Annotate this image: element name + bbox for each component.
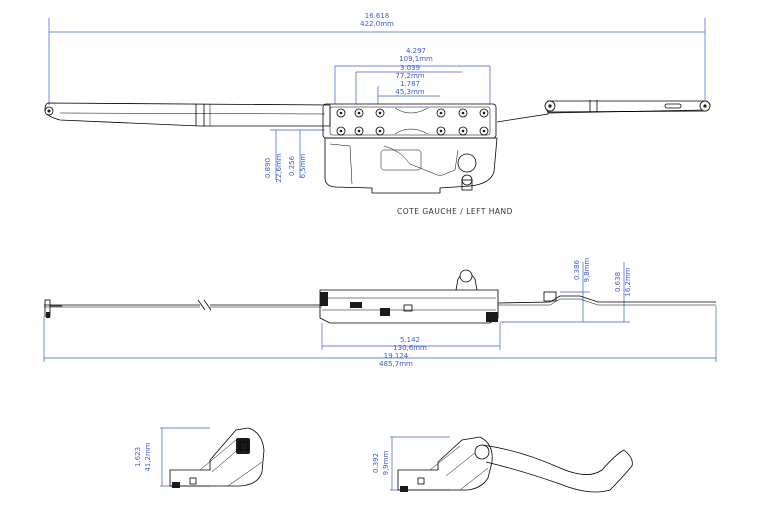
top-view: 16.618 422,0mm 4.297 109,1mm 3.039 77,2m… (44, 12, 711, 216)
base-dim-imperial: 5.142 (400, 336, 420, 344)
bl-height-metric: 41,2mm (144, 442, 152, 471)
right-link (496, 100, 711, 123)
br-height-metric: 9,9mm (382, 450, 390, 475)
span-dim-imperial: 4.297 (406, 47, 426, 55)
operator-body (322, 103, 498, 194)
hand-caption: COTE GAUCHE / LEFT HAND (397, 207, 513, 216)
overall-dim-metric: 422,0mm (360, 20, 394, 28)
left-arm (44, 102, 331, 127)
short-dim-metric: 45,3mm (395, 88, 424, 96)
mount-holes (336, 108, 489, 136)
base-dim-metric: 130,6mm (393, 344, 427, 352)
small-dim-imperial: 0.256 (288, 155, 296, 176)
rise2-dim-imperial: 0.638 (614, 272, 622, 292)
rise-dim-imperial: 0.386 (573, 259, 581, 280)
br-height-imperial: 0.392 (372, 453, 380, 473)
span-dim-metric: 109,1mm (399, 55, 433, 63)
small-dim-metric: 6,5mm (299, 153, 307, 178)
overall-side-dim-metric: 485,7mm (379, 360, 413, 368)
height-dim-metric: 22,6mm (275, 153, 283, 182)
overall-side-dim-imperial: 19.124 (384, 352, 409, 360)
short-dim-imperial: 1.787 (400, 80, 420, 88)
bottom-left-view: 1.623 41,2mm (134, 427, 265, 488)
rise-dim-metric: 9,8mm (583, 257, 591, 282)
side-view: 0.386 9,8mm 0.638 16,2mm 5.142 130,6mm (43, 257, 717, 368)
bl-height-imperial: 1.623 (134, 447, 142, 467)
bottom-right-view: 0.392 9,9mm (372, 436, 633, 493)
mid-dim-imperial: 3.039 (400, 64, 420, 72)
overall-dim-imperial: 16.618 (365, 12, 390, 20)
height-dim-imperial: 0.890 (264, 158, 272, 178)
mid-dim-metric: 77,2mm (395, 72, 424, 80)
rise2-dim-metric: 16,2mm (624, 267, 632, 296)
